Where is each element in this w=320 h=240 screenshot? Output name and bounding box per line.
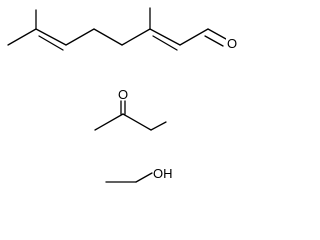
butanone-molecule: O [94, 87, 167, 131]
bond [93, 28, 123, 46]
double-bond-inner [204, 35, 224, 47]
bond [121, 28, 151, 46]
bond [7, 28, 37, 46]
bond [35, 28, 67, 46]
bond [94, 113, 124, 131]
ketone-oxygen-label: O [118, 87, 128, 102]
bond [207, 28, 227, 40]
citral-molecule: O [7, 7, 240, 51]
bond [149, 28, 181, 46]
double-bond-inner [152, 35, 178, 51]
bond [150, 121, 167, 131]
bond [179, 28, 209, 46]
hydroxyl-label: OH [153, 166, 173, 181]
chemical-structure-diagram: O O OH [7, 7, 240, 183]
aldehyde-oxygen-label: O [227, 36, 237, 51]
bond [135, 172, 153, 183]
bond [65, 28, 95, 46]
bond [122, 113, 152, 131]
methanol-molecule: OH [105, 166, 173, 183]
double-bond-inner [38, 35, 64, 51]
